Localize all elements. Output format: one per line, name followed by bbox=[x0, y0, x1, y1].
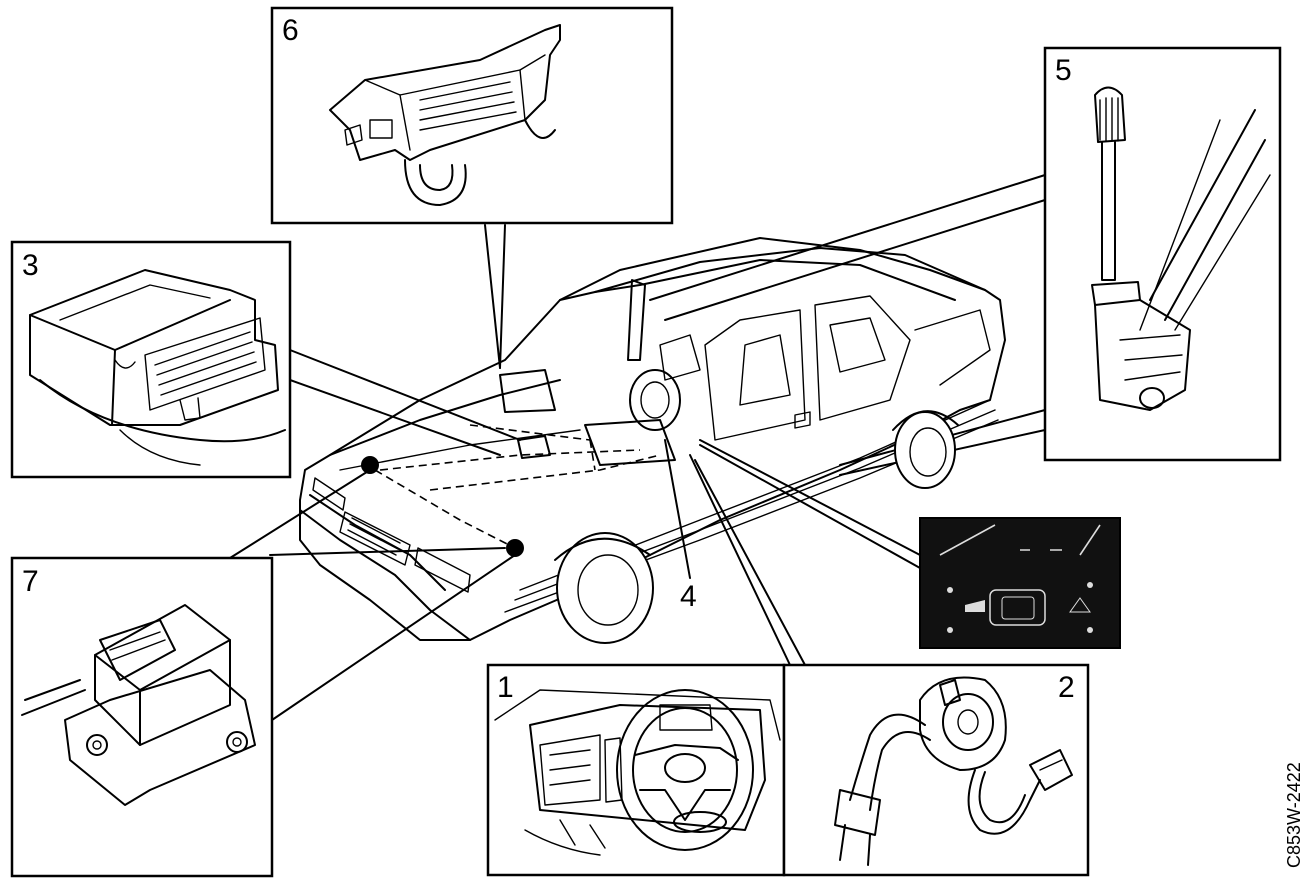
callout-number-4: 4 bbox=[680, 580, 697, 613]
callout-number-5: 5 bbox=[1055, 54, 1072, 87]
callout-box-6 bbox=[270, 6, 674, 225]
callout-box-5 bbox=[1043, 46, 1282, 462]
callout-number-2: 2 bbox=[1058, 671, 1075, 704]
srs-warning-display-illustration bbox=[919, 517, 1121, 649]
leader-lines bbox=[229, 174, 1046, 721]
dashboard-steering-wheel-illustration bbox=[494, 689, 781, 856]
callout-box-7 bbox=[10, 556, 274, 878]
control-module-illustration bbox=[29, 269, 286, 466]
contact-reel-cable-illustration bbox=[834, 676, 1073, 866]
crash-sensor-illustration bbox=[21, 604, 256, 806]
instrument-bracket-illustration bbox=[329, 24, 561, 206]
callout-number-3: 3 bbox=[22, 249, 39, 282]
callout-number-1: 1 bbox=[497, 671, 514, 704]
callout-number-6: 6 bbox=[282, 14, 299, 47]
callout-box-2 bbox=[782, 663, 1090, 877]
reference-code: C853W-2422 bbox=[1284, 762, 1304, 868]
callout-number-7: 7 bbox=[22, 565, 39, 598]
steering-column-lever-illustration bbox=[1091, 86, 1271, 411]
callout-box-1 bbox=[486, 663, 786, 877]
sedan-car-illustration bbox=[299, 237, 1006, 644]
callout-box-3 bbox=[10, 240, 292, 479]
